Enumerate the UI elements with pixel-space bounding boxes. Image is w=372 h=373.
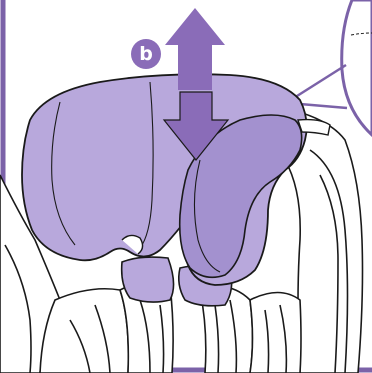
headrest: [22, 74, 330, 285]
step-label-badge: b: [131, 39, 161, 69]
